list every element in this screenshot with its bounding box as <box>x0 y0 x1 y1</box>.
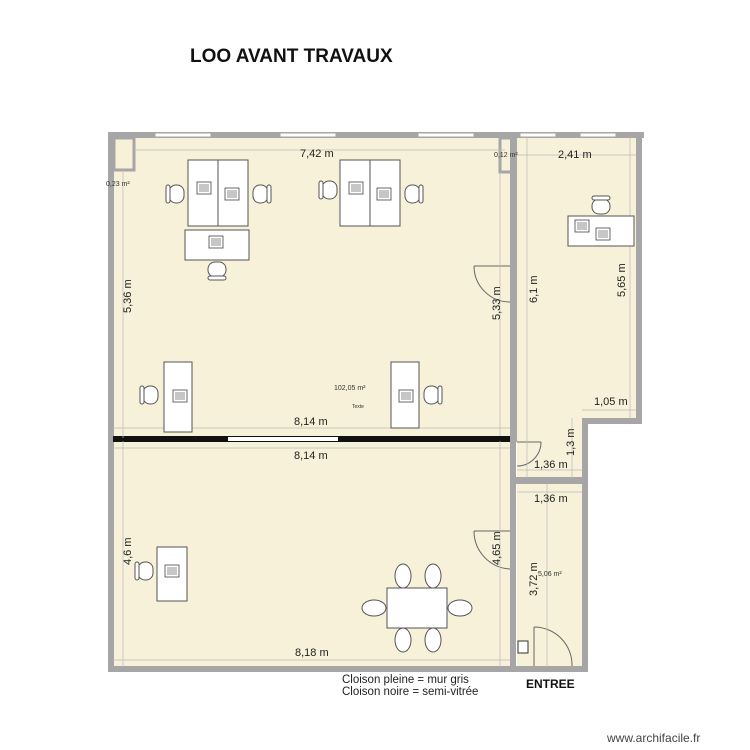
entrance-floor <box>517 484 582 667</box>
chair-icon <box>423 385 443 405</box>
switch-box-icon <box>517 640 529 654</box>
chair-icon <box>404 184 424 204</box>
top-wall <box>108 132 644 138</box>
area-main: 102,05 m² <box>334 385 366 392</box>
chair-icon <box>447 599 473 617</box>
chair-icon <box>134 561 154 581</box>
chair-icon <box>318 180 338 200</box>
dim-partition-width-upper: 8,14 m <box>294 416 328 428</box>
walls <box>108 132 644 672</box>
desk-cluster-middle <box>318 159 424 227</box>
middle-wall-upper <box>510 132 517 442</box>
dim-right-room-height: 5,65 m <box>616 263 628 297</box>
legend-line-2: Cloison noire = semi-vitrée <box>342 686 479 698</box>
door-right-room[interactable] <box>516 441 542 467</box>
door-lower[interactable] <box>473 530 511 570</box>
door-upper[interactable] <box>473 265 511 303</box>
entrance-label: ENTREE <box>526 677 575 691</box>
chair-icon <box>394 627 412 653</box>
right-room-floor <box>517 137 636 478</box>
door-entrance[interactable] <box>533 626 573 667</box>
dim-top-width: 7,42 m <box>300 148 334 160</box>
desk-right-room <box>567 195 635 247</box>
chair-icon <box>591 195 611 215</box>
dim-bottom-width: 8,18 m <box>295 647 329 659</box>
chair-icon <box>424 627 442 653</box>
area-main-label: Texte <box>352 404 364 410</box>
chair-icon <box>394 563 412 589</box>
dim-corridor-width-lower: 1,36 m <box>534 493 568 505</box>
area-small-left: 0,23 m² <box>106 181 130 188</box>
page-title: LOO AVANT TRAVAUX <box>190 46 393 67</box>
meeting-table <box>361 563 473 653</box>
chair-icon <box>424 563 442 589</box>
chair-icon <box>139 385 159 405</box>
desk-left-mid <box>139 361 193 433</box>
right-wall <box>636 132 642 424</box>
dim-right-room-width: 2,41 m <box>558 149 592 161</box>
dim-lower-inner-height: 4,65 m <box>491 531 503 565</box>
dim-lower-height: 4,6 m <box>122 537 134 565</box>
dim-partition-width-lower: 8,14 m <box>294 450 328 462</box>
bottom-wall <box>108 666 587 672</box>
chair-icon <box>252 184 272 204</box>
legend: Cloison pleine = mur gris Cloison noire … <box>342 674 478 698</box>
chair-icon <box>207 261 227 281</box>
chair-icon <box>165 184 185 204</box>
dim-corridor-height: 6,1 m <box>528 275 540 303</box>
watermark: www.archifacile.fr <box>607 731 701 745</box>
small-column-left <box>112 136 136 172</box>
area-small-top: 0,12 m² <box>494 152 518 159</box>
entrance-right-wall <box>582 418 588 672</box>
dim-right-step-width: 1,05 m <box>594 396 628 408</box>
dim-step-height: 1,3 m <box>565 428 577 456</box>
dim-left-height: 5,36 m <box>122 279 134 313</box>
desk-lower-left <box>134 546 188 602</box>
dim-corridor-width-upper: 1,36 m <box>534 459 568 471</box>
dimension-lines <box>113 137 636 667</box>
chair-icon <box>361 599 387 617</box>
small-column-top <box>498 136 514 174</box>
legend-line-1: Cloison pleine = mur gris <box>342 674 469 686</box>
left-wall <box>108 132 114 671</box>
windows <box>154 132 617 138</box>
corridor-wall <box>510 477 588 484</box>
semi-glass-partition <box>113 436 510 442</box>
right-step-wall <box>582 418 642 424</box>
middle-wall-lower <box>510 438 516 671</box>
desk-cluster-left <box>165 159 272 281</box>
dim-inner-height: 5,33 m <box>491 286 503 320</box>
area-entrance: 5,06 m² <box>538 571 562 578</box>
desk-right-mid <box>390 361 443 429</box>
dim-entrance-height: 3,72 m <box>528 562 540 596</box>
doors <box>473 265 573 667</box>
